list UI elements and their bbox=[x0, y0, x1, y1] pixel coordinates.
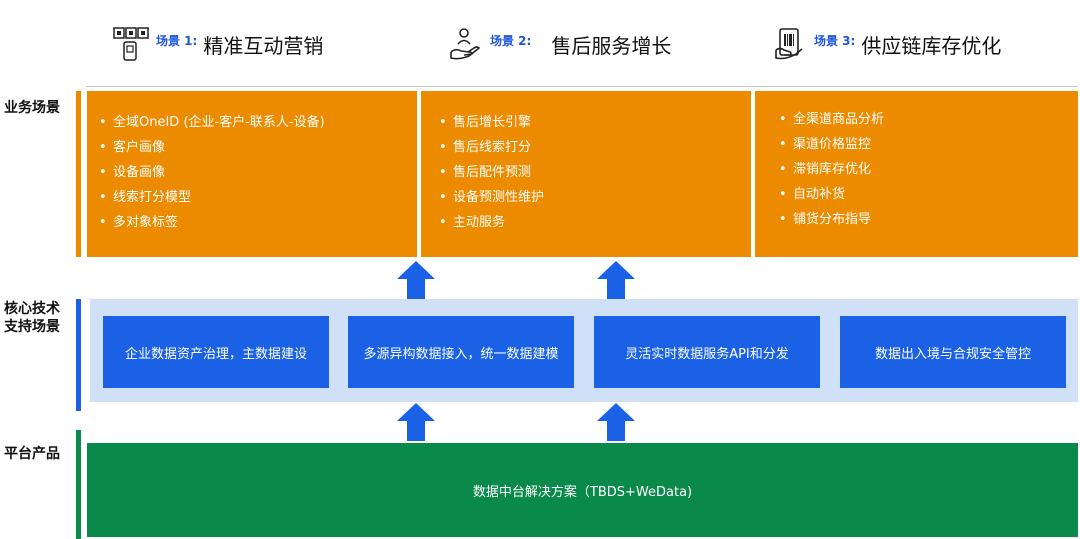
scenario-3-title: 供应链库存优化 bbox=[861, 33, 1002, 58]
list-item: 渠道价格监控 bbox=[779, 132, 1078, 157]
label-business: 业务场景 bbox=[4, 100, 60, 116]
list-item: 设备预测性维护 bbox=[439, 185, 751, 210]
platform-product-box: 数据中台解决方案（TBDS+WeData) bbox=[87, 443, 1078, 537]
scenario-1-title: 精准互动营销 bbox=[203, 33, 324, 58]
core-box-1: 企业数据资产治理，主数据建设 bbox=[103, 316, 329, 388]
list-item: 铺货分布指导 bbox=[779, 207, 1078, 232]
barcode-scanner-icon bbox=[775, 28, 803, 60]
qr-phone-icon bbox=[113, 27, 149, 61]
list-item: 多对象标签 bbox=[99, 210, 417, 235]
up-arrow-icon bbox=[397, 403, 435, 441]
label-core-line-2: 支持场景 bbox=[4, 319, 60, 335]
up-arrow-icon bbox=[597, 403, 635, 441]
scenario-3-tag: 场景 3: bbox=[814, 33, 856, 48]
scenario-3-header: 场景 3: 供应链库存优化 bbox=[774, 26, 1001, 62]
scenario-2-header: 场景 2: 售后服务增长 bbox=[448, 26, 671, 62]
list-item: 线索打分模型 bbox=[99, 185, 417, 210]
bar-platform bbox=[76, 430, 81, 539]
label-core: 核心技术 支持场景 bbox=[4, 300, 60, 336]
list-item: 主动服务 bbox=[439, 210, 751, 235]
label-core-line-1: 核心技术 bbox=[4, 301, 60, 317]
scenario-1-tag: 场景 1: bbox=[156, 33, 198, 48]
list-item: 客户画像 bbox=[99, 135, 417, 160]
business-box-2: 售后增长引擎 售后线索打分 售后配件预测 设备预测性维护 主动服务 bbox=[421, 91, 751, 257]
hand-service-icon bbox=[450, 28, 480, 60]
bar-business bbox=[76, 91, 81, 257]
scenario-2-tag: 场景 2: bbox=[490, 33, 532, 48]
list-item: 滞销库存优化 bbox=[779, 157, 1078, 182]
list-item: 自动补货 bbox=[779, 182, 1078, 207]
business-box-3: 全渠道商品分析 渠道价格监控 滞销库存优化 自动补货 铺货分布指导 bbox=[755, 91, 1078, 257]
core-box-4: 数据出入境与合规安全管控 bbox=[840, 316, 1066, 388]
bar-core bbox=[76, 299, 81, 411]
scenario-1-header: 场景 1: 精准互动营销 bbox=[112, 26, 323, 62]
label-platform: 平台产品 bbox=[4, 446, 60, 462]
header-divider bbox=[86, 86, 1078, 87]
list-item: 售后线索打分 bbox=[439, 135, 751, 160]
business-box-1: 全域OneID (企业-客户-联系人-设备) 客户画像 设备画像 线索打分模型 … bbox=[87, 91, 417, 257]
list-item: 全渠道商品分析 bbox=[779, 107, 1078, 132]
up-arrow-icon bbox=[597, 261, 635, 299]
core-box-3: 灵活实时数据服务API和分发 bbox=[594, 316, 820, 388]
list-item: 全域OneID (企业-客户-联系人-设备) bbox=[99, 110, 417, 135]
list-item: 售后增长引擎 bbox=[439, 110, 751, 135]
up-arrow-icon bbox=[397, 261, 435, 299]
list-item: 售后配件预测 bbox=[439, 160, 751, 185]
core-box-2: 多源异构数据接入，统一数据建模 bbox=[348, 316, 574, 388]
list-item: 设备画像 bbox=[99, 160, 417, 185]
scenario-2-title: 售后服务增长 bbox=[551, 33, 672, 58]
